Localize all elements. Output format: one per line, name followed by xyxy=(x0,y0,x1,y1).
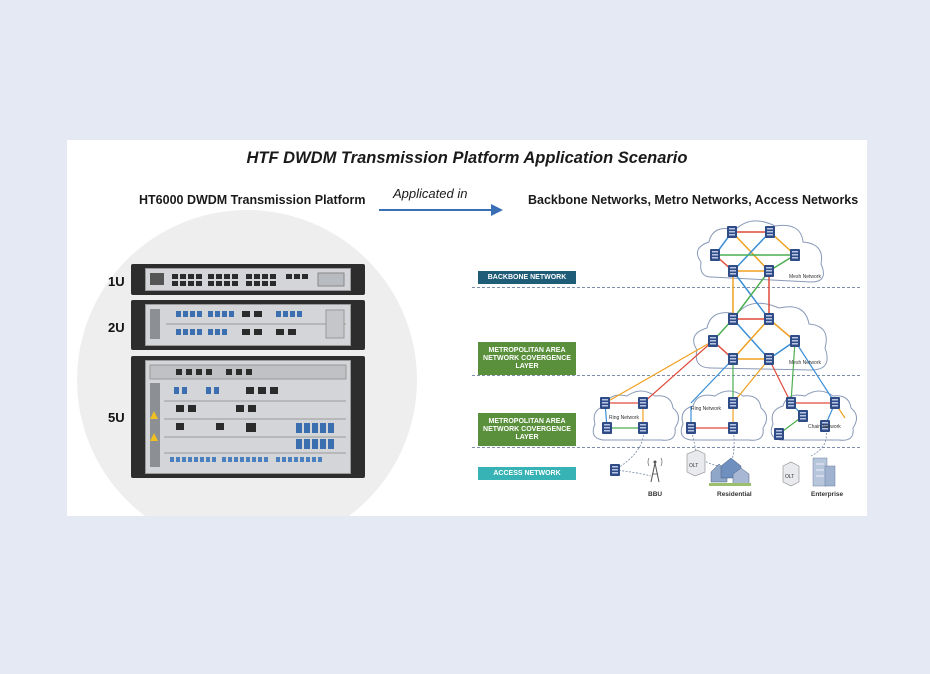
layer-metro-1-label: METROPOLITAN AREA NETWORK COVERGENCE LAY… xyxy=(483,346,571,370)
chain-label: Chain Network xyxy=(808,424,841,430)
chassis-5u-panel xyxy=(145,360,351,474)
bbu-label: BBU xyxy=(648,491,662,498)
layer-access: ACCESS NETWORK xyxy=(478,467,576,480)
residential-label: Residential xyxy=(717,491,752,498)
unit-label-1u: 1U xyxy=(108,274,125,289)
layer-metro-2: METROPOLITAN AREA NETWORK COVERGENCE LAY… xyxy=(478,413,576,446)
olt1-label: OLT xyxy=(689,463,698,469)
metro-mesh-label: Mesh Network xyxy=(789,360,821,366)
residential-houses-icon xyxy=(709,457,751,486)
chassis-5u-ports xyxy=(149,364,347,467)
enterprise-building-icon xyxy=(812,457,836,487)
platform-heading: HT6000 DWDM Transmission Platform xyxy=(139,193,366,207)
chassis-1u-panel xyxy=(145,268,351,291)
ring1-label: Ring Network xyxy=(609,415,640,421)
chassis-1u-ports xyxy=(150,272,345,287)
enterprise-label: Enterprise xyxy=(811,491,844,498)
applied-arrow xyxy=(379,204,503,216)
networks-heading: Backbone Networks, Metro Networks, Acces… xyxy=(528,193,859,207)
metro-to-ring-links xyxy=(604,340,836,404)
network-topology: Mesh Network Mesh Network Ring Network R… xyxy=(592,220,857,498)
unit-label-5u: 5U xyxy=(108,410,125,425)
chassis-2u-panel xyxy=(145,304,351,346)
layer-access-label: ACCESS NETWORK xyxy=(493,469,561,477)
arrow-label: Applicated in xyxy=(393,186,468,201)
layer-divider-3 xyxy=(472,447,860,448)
diagram-card: HTF DWDM Transmission Platform Applicati… xyxy=(67,140,867,516)
ring2-label: Ring Network xyxy=(691,406,722,412)
layer-metro-1: METROPOLITAN AREA NETWORK COVERGENCE LAY… xyxy=(478,342,576,375)
layer-backbone-label: BACKBONE NETWORK xyxy=(487,273,567,281)
unit-label-2u: 2U xyxy=(108,320,125,335)
chassis-1u xyxy=(131,264,365,295)
olt2-icon xyxy=(782,461,800,487)
chassis-2u-ports xyxy=(150,309,346,339)
layer-divider-2 xyxy=(472,375,860,376)
diagram-title: HTF DWDM Transmission Platform Applicati… xyxy=(246,149,688,167)
interlayer-links xyxy=(732,270,770,320)
olt1-icon xyxy=(686,449,706,477)
layer-metro-2-label: METROPOLITAN AREA NETWORK COVERGENCE LAY… xyxy=(483,417,571,441)
olt2-label: OLT xyxy=(785,474,794,480)
backbone-mesh-label: Mesh Network xyxy=(789,274,821,280)
chassis-2u xyxy=(131,300,365,350)
chassis-5u xyxy=(131,356,365,478)
layer-backbone: BACKBONE NETWORK xyxy=(478,271,576,284)
layer-divider-1 xyxy=(472,287,860,288)
bbu-tower-icon xyxy=(647,457,663,483)
